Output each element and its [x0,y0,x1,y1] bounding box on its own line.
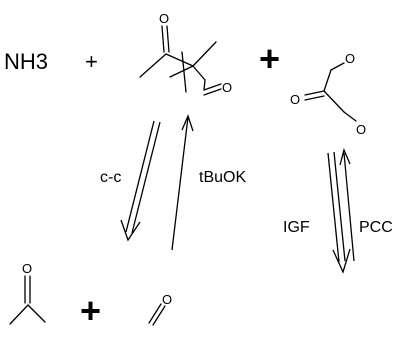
formaldehyde-o: O [162,292,172,307]
acetone-molecule: O [9,261,46,325]
plus-sign-2: + [259,38,280,79]
reverse-label-pcc: PCC [359,219,393,236]
oxalyl-o-bottom: O [356,122,366,137]
oxalyl-o-top: O [345,51,355,66]
formaldehyde-molecule: O [148,292,172,326]
left-equilibrium-arrows: c-c tBuOK [100,114,246,251]
plus-sign-1: + [85,49,98,74]
right-equilibrium-arrows: IGF PCC [283,148,393,274]
ketoaldehyde-o-aldehyde: O [222,80,232,95]
ammonia-label: NH3 [4,49,48,74]
ketoaldehyde-molecule: O O [139,11,232,96]
forward-label-igf: IGF [283,219,310,236]
ketoaldehyde-o-top: O [159,11,169,26]
oxalyl-o-left: O [290,92,300,107]
reverse-label-tbuok: tBuOK [199,169,246,186]
oxalyl-molecule: O O O [290,51,366,137]
forward-label-cc: c-c [100,169,121,186]
acetone-o: O [22,261,32,276]
plus-sign-products: + [80,290,101,331]
